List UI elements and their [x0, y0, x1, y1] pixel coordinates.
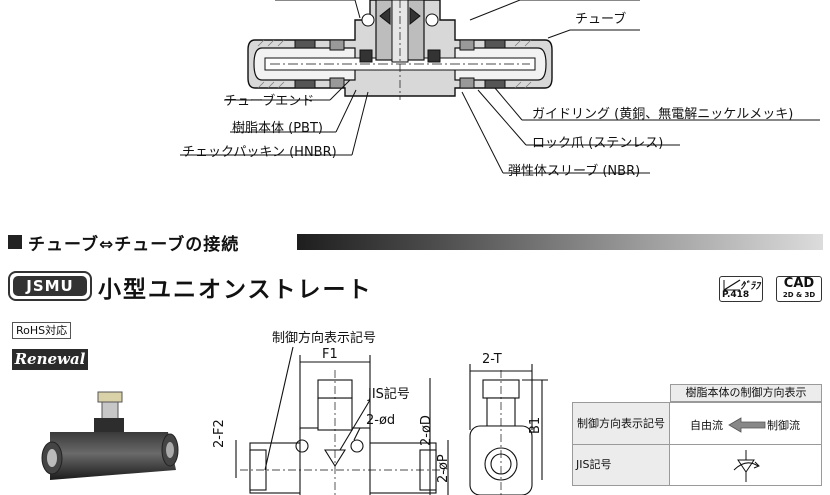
label-check-packing: チェックパッキン (HNBR) — [182, 145, 337, 160]
section-title: チューブ⇔チューブの接続 — [28, 235, 240, 255]
label-resin-body: 樹脂本体 (PBT) — [232, 121, 323, 136]
graph-curve-icon — [723, 279, 741, 291]
cad-sub: 2D & 3D — [782, 291, 816, 299]
direction-arrow-icon — [728, 417, 766, 433]
label-guide-ring: ガイドリング (黄銅、無電解ニッケルメッキ) — [532, 107, 794, 122]
control-flow-label: 制御流 — [767, 419, 800, 432]
product-title: 小型ユニオンストレート — [98, 277, 373, 303]
label-direction-symbol: 制御方向表示記号 — [272, 331, 377, 346]
table-row1-label: 制御方向表示記号 — [572, 402, 670, 445]
label-tube-end: チューブエンド — [224, 94, 315, 109]
jis-symbol-icon — [733, 450, 760, 482]
free-flow-label: 自由流 — [690, 419, 723, 432]
label-lock-claw: ロック爪 (ステンレス) — [532, 136, 664, 151]
cad-label: CAD — [783, 276, 815, 291]
table-row2-label: JIS記号 — [572, 444, 670, 486]
renewal-badge: Renewal — [12, 349, 88, 370]
cad-icon[interactable]: CAD 2D & 3D — [776, 276, 822, 302]
rohs-badge: RoHS対応 — [12, 322, 72, 339]
label-b1: B1 — [528, 416, 543, 434]
table-row2-value — [669, 444, 822, 486]
graph-icon[interactable]: ｸﾞﾗﾌ P.418 — [719, 276, 763, 302]
graph-page: P.418 — [722, 290, 750, 300]
label-2-op: 2-øP — [436, 454, 451, 483]
label-2-od: 2-øD — [419, 415, 434, 446]
label-jis-symbol: JIS記号 — [368, 387, 410, 402]
section-gradient-bar — [297, 234, 823, 250]
series-badge: JSMU — [8, 271, 92, 301]
graph-label: ｸﾞﾗﾌ — [740, 281, 760, 292]
label-elastic-sleeve: 弾性体スリーブ (NBR) — [508, 164, 641, 179]
table-row1-value: 自由流 制御流 — [669, 402, 822, 445]
label-f1: F1 — [322, 347, 338, 362]
label-2-d: 2-ød — [366, 413, 396, 428]
table-header: 樹脂本体の制御方向表示 — [670, 384, 822, 402]
label-tube: チューブ — [575, 12, 627, 27]
label-2-t: 2-T — [482, 352, 502, 367]
label-2-f2: 2-F2 — [212, 419, 227, 448]
section-square-icon — [8, 235, 22, 249]
series-badge-text: JSMU — [13, 276, 87, 296]
